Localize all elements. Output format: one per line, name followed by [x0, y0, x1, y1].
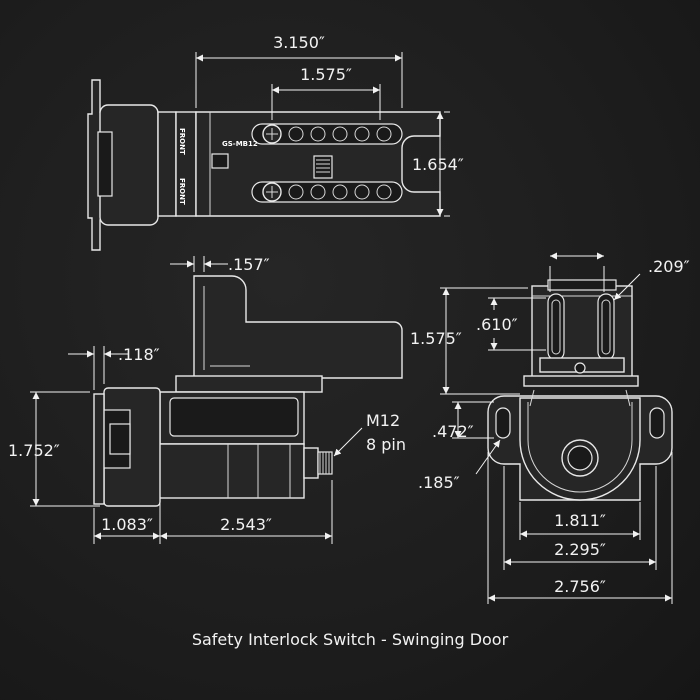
dim-side-height: 1.752″: [8, 441, 60, 460]
connector-label-1: M12: [366, 411, 400, 430]
slot-holes: [266, 126, 392, 200]
connector-label-2: 8 pin: [366, 435, 406, 454]
dim-top-height: 1.654″: [412, 155, 464, 174]
dim-end-slot-len: .610″: [476, 315, 518, 334]
dim-end-slot-width: .209″: [648, 257, 690, 276]
front-label: FRONT: [178, 128, 186, 155]
side-view: .157″ .118″ 1.752″ 1.083″ 2.543″ M12 8 p…: [8, 255, 406, 544]
dim-side-flange: .118″: [118, 345, 160, 364]
top-view: GS-MB12 FRONT FRONT 3.150″ 1.575″ 1.654″: [87, 33, 464, 251]
dim-side-offset: .157″: [228, 255, 270, 274]
part-label: GS-MB12: [222, 140, 258, 148]
dim-side-body: 2.543″: [220, 515, 272, 534]
dim-end-w1: 1.811″: [554, 511, 606, 530]
front-label: FRONT: [178, 178, 186, 205]
dim-top-slot: 1.575″: [300, 65, 352, 84]
dim-end-w2: 2.295″: [554, 540, 606, 559]
dim-end-w3: 2.756″: [554, 577, 606, 596]
drawing-caption: Safety Interlock Switch - Swinging Door: [192, 630, 509, 649]
dim-top-width: 3.150″: [273, 33, 325, 52]
end-view: .209″ .610″ 1.575″ .472″ .185″ 1.811″ 2.…: [410, 252, 690, 604]
dim-end-hole-b: .185″: [418, 473, 460, 492]
dim-end-slot-span: 1.575″: [410, 329, 462, 348]
dim-end-hole-a: .472″: [432, 422, 474, 441]
dim-side-left: 1.083″: [101, 515, 153, 534]
